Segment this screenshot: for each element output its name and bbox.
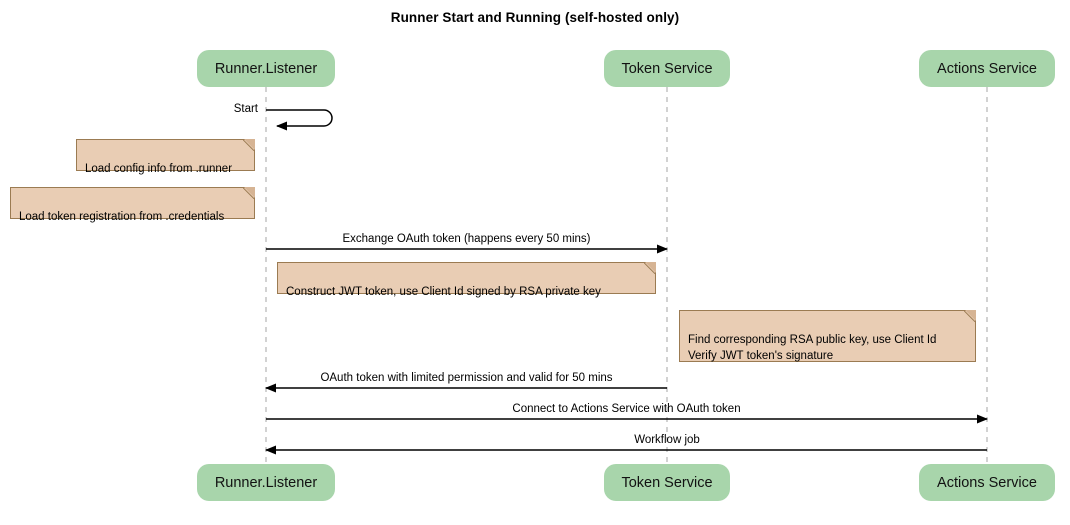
page-title: Runner Start and Running (self-hosted on… — [390, 10, 680, 25]
note-fold-edge-icon — [243, 139, 255, 151]
note-load-token-registration: Load token registration from .credential… — [10, 187, 255, 223]
message-arrow-start — [266, 109, 333, 131]
note-fold-edge-icon — [964, 310, 976, 322]
note-fold-edge-icon — [644, 262, 656, 274]
participant-token-service-bottom[interactable]: Token Service — [604, 464, 730, 501]
participant-actions-service-bottom[interactable]: Actions Service — [919, 464, 1055, 501]
note-text: Find corresponding RSA public key, use C… — [688, 334, 937, 362]
participant-runner-listener-bottom[interactable]: Runner.Listener — [197, 464, 335, 501]
note-verify-jwt-token: Find corresponding RSA public key, use C… — [679, 310, 976, 362]
message-label-start: Start — [233, 103, 258, 115]
note-fold-edge-icon — [243, 187, 255, 199]
note-text: Load config info from .runner — [85, 163, 233, 175]
note-load-config-info: Load config info from .runner — [76, 139, 255, 175]
note-text: Load token registration from .credential… — [19, 211, 225, 223]
participant-runner-listener-top[interactable]: Runner.Listener — [197, 50, 335, 87]
participant-token-service-top[interactable]: Token Service — [604, 50, 730, 87]
message-label-oauth-token-reply: OAuth token with limited permission and … — [320, 372, 613, 384]
message-label-connect-actions-service: Connect to Actions Service with OAuth to… — [512, 403, 741, 415]
message-label-exchange-oauth-token: Exchange OAuth token (happens every 50 m… — [342, 233, 591, 245]
note-text: Construct JWT token, use Client Id signe… — [286, 286, 601, 298]
participant-actions-service-top[interactable]: Actions Service — [919, 50, 1055, 87]
message-label-workflow-job: Workflow job — [634, 434, 700, 446]
note-construct-jwt-token: Construct JWT token, use Client Id signe… — [277, 262, 656, 298]
